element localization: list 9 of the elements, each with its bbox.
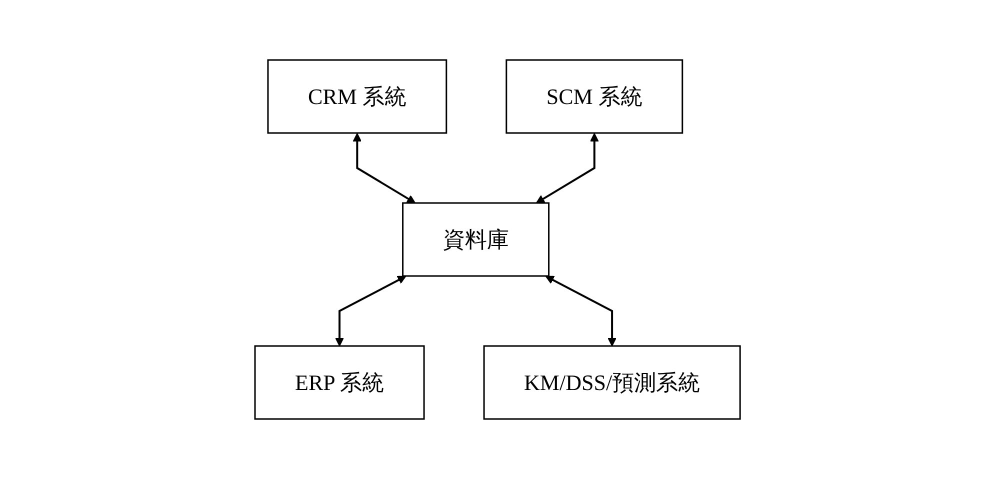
arrow xyxy=(335,276,406,346)
arrow xyxy=(545,276,616,346)
node-box: SCM 系統 xyxy=(506,59,684,134)
node-box: CRM 系統 xyxy=(267,59,448,134)
node-box: 資料庫 xyxy=(402,202,550,277)
node-box: KM/DSS/預測系統 xyxy=(483,345,741,420)
arrow xyxy=(536,133,599,204)
arrow xyxy=(352,133,416,204)
node-box: ERP 系統 xyxy=(254,345,425,420)
